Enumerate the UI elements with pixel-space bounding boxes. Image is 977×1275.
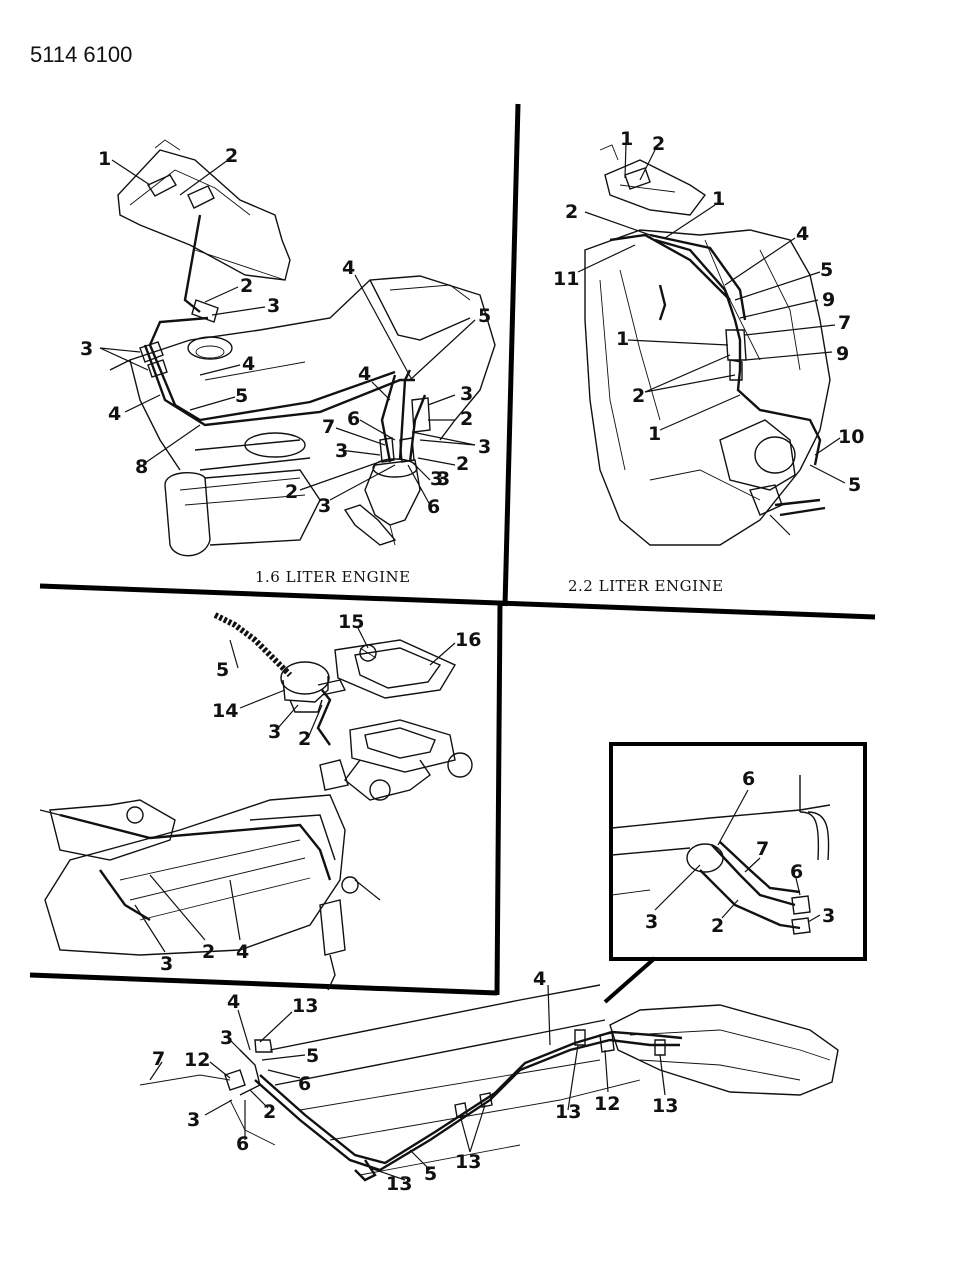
callout-7: 7 (322, 416, 335, 438)
callout-6: 6 (298, 1073, 311, 1095)
callout-13: 13 (386, 1173, 412, 1195)
callout-2: 2 (460, 408, 473, 430)
underbody-leaders (149, 984, 666, 1181)
callout-3: 3 (430, 468, 443, 490)
callout-5: 5 (820, 259, 833, 281)
engine-22-illustration (584, 144, 831, 546)
callout-2: 2 (565, 201, 578, 223)
callout-1: 1 (98, 148, 111, 170)
callout-3: 3 (267, 295, 280, 317)
callout-2: 2 (298, 728, 311, 750)
callout-5: 5 (306, 1045, 319, 1067)
callout-4: 4 (533, 968, 546, 990)
callout-5: 5 (478, 305, 491, 327)
callout-13: 13 (555, 1101, 581, 1123)
callout-3: 3 (437, 468, 450, 490)
callout-3: 3 (318, 495, 331, 517)
callout-7: 7 (756, 838, 769, 860)
engine-16-leaders (99, 159, 476, 506)
callout-4: 4 (796, 223, 809, 245)
callout-2: 2 (632, 385, 645, 407)
callout-9: 9 (822, 289, 835, 311)
callout-8: 8 (135, 456, 148, 478)
callout-9: 9 (836, 343, 849, 365)
callout-16: 16 (455, 629, 481, 651)
callout-10: 10 (838, 426, 864, 448)
callout-6: 6 (790, 861, 803, 883)
callout-2: 2 (711, 915, 724, 937)
tank-inset-leaders (654, 789, 821, 923)
callout-12: 12 (184, 1049, 210, 1071)
callout-1: 1 (620, 128, 633, 150)
callout-3: 3 (80, 338, 93, 360)
callout-2: 2 (263, 1101, 276, 1123)
pump-detail-callouts: 15 16 5 14 3 2 3 2 4 (160, 611, 481, 975)
callout-4: 4 (342, 257, 355, 279)
panel-dividers (29, 103, 876, 996)
callout-11: 11 (553, 268, 579, 290)
callout-13: 13 (652, 1095, 678, 1117)
callout-3: 3 (335, 440, 348, 462)
callout-4: 4 (358, 363, 371, 385)
tank-inset-callouts: 6 7 6 3 2 3 (645, 768, 835, 937)
callout-3: 3 (478, 436, 491, 458)
callout-3: 3 (460, 383, 473, 405)
callout-5: 5 (848, 474, 861, 496)
callout-4: 4 (227, 991, 240, 1013)
tank-inset (609, 742, 867, 961)
callout-3: 3 (220, 1027, 233, 1049)
callout-1: 1 (648, 423, 661, 445)
callout-6: 6 (742, 768, 755, 790)
callout-14: 14 (212, 700, 238, 722)
callout-2: 2 (652, 133, 665, 155)
engine-22-leaders (577, 142, 846, 484)
engine-16-illustration (109, 139, 496, 557)
callout-6: 6 (347, 408, 360, 430)
callout-1: 1 (712, 188, 725, 210)
caption-22-liter: 2.2 LITER ENGINE (568, 577, 724, 595)
part-number: 5114 6100 (30, 42, 132, 67)
callout-7: 7 (838, 312, 851, 334)
callout-5: 5 (424, 1163, 437, 1185)
underbody-callouts: 4 4 13 3 5 7 12 6 3 2 6 13 5 13 12 13 13 (152, 968, 678, 1195)
callout-2: 2 (202, 941, 215, 963)
callout-2: 2 (240, 275, 253, 297)
callout-3: 3 (645, 911, 658, 933)
callout-4: 4 (242, 353, 255, 375)
callout-4: 4 (108, 403, 121, 425)
engine-16-callouts: 1 2 2 3 3 4 5 4 8 4 5 4 3 6 2 7 3 3 3 2 … (80, 145, 491, 586)
callout-7: 7 (152, 1048, 165, 1070)
caption-16-liter: 1.6 LITER ENGINE (255, 568, 411, 586)
callout-13: 13 (455, 1151, 481, 1173)
callout-3: 3 (160, 953, 173, 975)
callout-2: 2 (285, 481, 298, 503)
callout-12: 12 (594, 1093, 620, 1115)
callout-1: 1 (616, 328, 629, 350)
callout-15: 15 (338, 611, 364, 633)
callout-5: 5 (216, 659, 229, 681)
callout-3: 3 (268, 721, 281, 743)
callout-13: 13 (292, 995, 318, 1017)
callout-5: 5 (235, 385, 248, 407)
callout-3: 3 (187, 1109, 200, 1131)
callout-3: 3 (822, 905, 835, 927)
callout-2: 2 (456, 453, 469, 475)
callout-6: 6 (236, 1133, 249, 1155)
callout-4: 4 (236, 941, 249, 963)
callout-2: 2 (225, 145, 238, 167)
pump-detail-illustration (39, 612, 473, 991)
callout-6: 6 (427, 496, 440, 518)
engine-22-callouts: 1 2 2 1 11 4 5 9 7 1 9 2 1 10 5 2.2 LITE… (553, 128, 864, 595)
pump-detail-leaders (134, 627, 456, 953)
